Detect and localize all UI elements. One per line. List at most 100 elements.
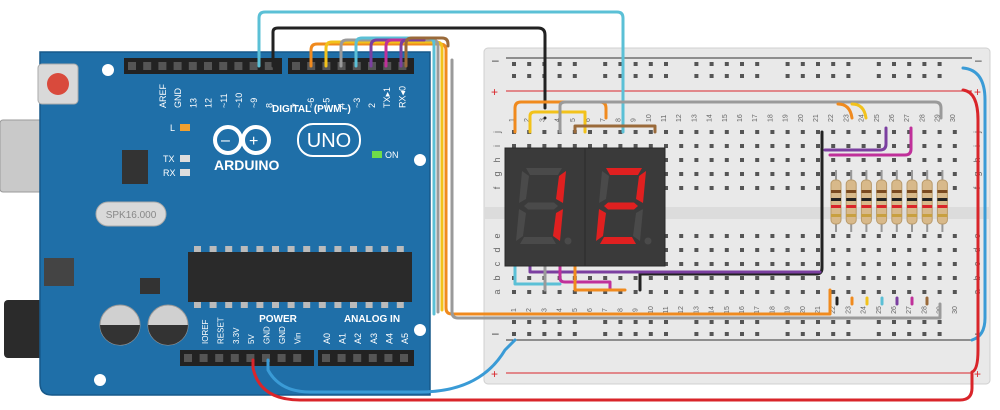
rail-hole bbox=[937, 332, 942, 336]
header-pin[interactable] bbox=[277, 354, 286, 362]
resistor-body[interactable] bbox=[876, 179, 888, 225]
rail-hole bbox=[831, 74, 836, 78]
wire-magenta-jumper[interactable] bbox=[828, 126, 913, 157]
wire-magenta-bottom[interactable] bbox=[558, 260, 612, 292]
column-label: 21 bbox=[815, 306, 822, 314]
resistor-body[interactable] bbox=[906, 179, 918, 225]
column-label: 9 bbox=[633, 308, 640, 312]
wires[interactable] bbox=[251, 10, 987, 402]
seven-segment-display[interactable] bbox=[504, 147, 666, 267]
header-pin[interactable] bbox=[384, 354, 393, 362]
header-pin[interactable] bbox=[262, 354, 270, 362]
resistor-band bbox=[861, 198, 872, 201]
header-pin[interactable] bbox=[204, 62, 212, 70]
rail-hole bbox=[512, 320, 516, 324]
wire-red-rail[interactable] bbox=[961, 88, 980, 374]
wire-orange-bottom[interactable] bbox=[573, 260, 627, 292]
header-pin[interactable] bbox=[264, 62, 273, 70]
resistor-body[interactable] bbox=[936, 179, 948, 225]
wire-red-5v[interactable] bbox=[251, 358, 974, 402]
terminal-hole bbox=[694, 130, 699, 134]
rail-hole bbox=[633, 332, 638, 336]
wire-purple-pin3[interactable] bbox=[369, 38, 426, 68]
resistor-band bbox=[937, 198, 948, 201]
wire-cyan-pin9[interactable] bbox=[257, 10, 625, 134]
arduino-board[interactable]: SPK16.000 – + ARDUINO UNO L TX RX ON bbox=[0, 51, 431, 396]
rail-hole bbox=[740, 74, 744, 78]
rail-hole bbox=[572, 74, 577, 78]
header-pin[interactable] bbox=[353, 354, 362, 362]
header-pin[interactable] bbox=[143, 62, 152, 70]
wire-yellow-right[interactable] bbox=[850, 102, 868, 120]
terminal-hole bbox=[876, 158, 881, 162]
header-pin[interactable] bbox=[293, 354, 302, 362]
header-pin[interactable] bbox=[219, 62, 228, 70]
header-pin[interactable] bbox=[215, 354, 224, 362]
resistor-body[interactable] bbox=[830, 179, 842, 225]
segment-c bbox=[633, 209, 643, 241]
wire-gray-route[interactable] bbox=[450, 58, 942, 320]
header-pin[interactable] bbox=[173, 62, 182, 70]
bottom-header-holes bbox=[184, 354, 408, 362]
rail-hole bbox=[785, 62, 790, 66]
column-label: 5 bbox=[572, 308, 579, 312]
terminal-hole bbox=[572, 290, 577, 294]
wire-black-pin8[interactable] bbox=[271, 26, 547, 110]
resistor-band bbox=[846, 205, 857, 208]
reset-button-cap[interactable] bbox=[47, 73, 69, 95]
terminal-hole bbox=[892, 172, 896, 176]
wire-yellow-pin6[interactable] bbox=[324, 40, 444, 312]
wire-gray-top[interactable] bbox=[558, 100, 943, 134]
column-label: 23 bbox=[843, 114, 850, 122]
header-pin[interactable] bbox=[322, 354, 330, 362]
terminal-hole bbox=[922, 248, 927, 252]
resistor-body[interactable] bbox=[891, 179, 903, 225]
resistor-band bbox=[891, 205, 902, 208]
header-pin[interactable] bbox=[400, 354, 408, 362]
header-pin[interactable] bbox=[337, 354, 346, 362]
chip-pin bbox=[318, 246, 326, 252]
header-pin[interactable] bbox=[199, 354, 208, 362]
terminal-hole bbox=[694, 172, 699, 176]
terminal-hole bbox=[770, 234, 775, 238]
header-pin[interactable] bbox=[249, 62, 258, 70]
rail-hole bbox=[572, 332, 577, 336]
terminal-hole bbox=[846, 172, 851, 176]
terminal-hole bbox=[876, 144, 881, 148]
header-pin[interactable] bbox=[368, 354, 377, 362]
wire-blue-gnd[interactable] bbox=[266, 338, 517, 394]
terminal-hole bbox=[816, 234, 820, 238]
wire-orange-pin7[interactable] bbox=[309, 42, 832, 316]
header-pin[interactable] bbox=[158, 62, 167, 70]
column-label: 30 bbox=[950, 114, 957, 122]
terminal-hole bbox=[755, 276, 760, 280]
resistor-body[interactable] bbox=[845, 179, 857, 225]
header-pin[interactable] bbox=[128, 62, 136, 70]
resistor-body[interactable] bbox=[860, 179, 872, 225]
header-pin[interactable] bbox=[230, 354, 239, 362]
header-pin[interactable] bbox=[234, 62, 243, 70]
wire-brown-pin0[interactable] bbox=[404, 36, 450, 68]
header-pin[interactable] bbox=[246, 354, 255, 362]
column-label: 3 bbox=[539, 118, 546, 122]
resistor-band bbox=[846, 214, 857, 217]
wire-yellow-top[interactable] bbox=[528, 110, 587, 134]
resistor-body[interactable] bbox=[921, 179, 933, 225]
wire-magenta-pin2[interactable] bbox=[384, 38, 422, 68]
wire-purple-jumper[interactable] bbox=[823, 126, 888, 152]
header-pin[interactable] bbox=[188, 62, 197, 70]
wire-cyan-pin4[interactable] bbox=[354, 36, 436, 316]
header-pin[interactable] bbox=[292, 62, 300, 70]
rail-hole bbox=[694, 62, 699, 66]
header-pin[interactable] bbox=[184, 354, 192, 362]
terminal-hole bbox=[892, 290, 896, 294]
terminal-hole bbox=[588, 276, 592, 280]
terminal-hole bbox=[785, 234, 790, 238]
rail-hole bbox=[800, 332, 805, 336]
resistor-array[interactable] bbox=[830, 170, 948, 232]
segment-e bbox=[596, 209, 606, 241]
wire-orange-right[interactable] bbox=[836, 102, 854, 120]
wire-brown-top[interactable] bbox=[573, 124, 657, 134]
terminal-hole bbox=[952, 172, 957, 176]
resistor-band bbox=[831, 198, 841, 201]
